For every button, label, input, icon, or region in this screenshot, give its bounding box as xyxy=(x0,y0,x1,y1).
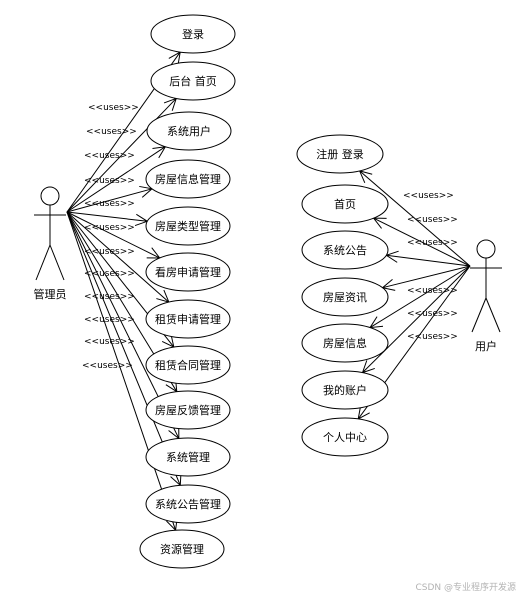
admin-actor-name: 管理员 xyxy=(34,287,67,301)
admin-use-case-ellipse xyxy=(145,437,231,477)
admin-use-case-label: 后台 首页 xyxy=(169,74,217,88)
admin-use-case-ellipse xyxy=(146,111,232,151)
user-use-case-label: 注册 登录 xyxy=(316,147,364,161)
admin-use-case-ellipse xyxy=(145,206,231,246)
admin-uses-label: <<uses>> xyxy=(84,176,135,186)
admin-association-line xyxy=(66,211,160,259)
admin-use-case-ellipse xyxy=(150,14,236,54)
user-use-case-label: 系统公告 xyxy=(323,244,367,257)
user-use-case-ellipse xyxy=(301,370,389,410)
admin-use-case-label: 系统公告管理 xyxy=(155,497,221,511)
user-use-case-label: 房屋信息 xyxy=(323,336,367,350)
user-uses-label: <<uses>> xyxy=(407,309,458,319)
user-actor-name: 用户 xyxy=(475,339,497,353)
user-uses-label: <<uses>> xyxy=(407,238,458,248)
admin-uses-label: <<uses>> xyxy=(88,103,139,113)
user-uses-label: <<uses>> xyxy=(407,286,458,296)
association-lines xyxy=(66,51,471,532)
admin-uses-label: <<uses>> xyxy=(84,223,135,233)
admin-use-case-ellipse xyxy=(145,390,231,430)
admin-use-case-ellipse xyxy=(145,299,231,339)
user-association-line xyxy=(382,265,471,289)
admin-uses-label: <<uses>> xyxy=(84,337,135,347)
admin-uses-label: <<uses>> xyxy=(84,151,135,161)
admin-association-line xyxy=(66,98,177,213)
admin-association-line xyxy=(66,188,153,213)
user-uses-label: <<uses>> xyxy=(403,191,454,201)
admin-use-case-ellipse xyxy=(145,484,231,524)
user-use-case-ellipse xyxy=(301,323,389,363)
admin-use-case-label: 看房申请管理 xyxy=(155,265,221,279)
admin-use-case-ellipse xyxy=(145,159,231,199)
admin-uses-label: <<uses>> xyxy=(86,127,137,137)
admin-use-case-label: 房屋反馈管理 xyxy=(155,403,221,417)
admin-use-case-ellipse xyxy=(139,529,225,569)
admin-use-case-ellipse xyxy=(145,345,231,385)
admin-use-case-label: 租赁合同管理 xyxy=(155,358,221,372)
uses-labels: <<uses>> <<uses>> <<uses>> <<uses>> <<uses>>… xyxy=(82,103,458,371)
admin-use-case-label: 资源管理 xyxy=(160,542,204,556)
admin-uses-label: <<uses>> xyxy=(84,199,135,209)
admin-use-case-label: 系统用户 xyxy=(167,124,211,138)
user-use-case-label: 房屋资讯 xyxy=(323,291,367,304)
user-use-case-label: 我的账户 xyxy=(323,383,367,397)
user-actor-icon xyxy=(470,239,502,333)
admin-association-line xyxy=(66,211,177,531)
user-use-case-ellipse xyxy=(301,277,389,317)
user-association-line xyxy=(362,265,471,373)
user-use-case-ellipse xyxy=(296,134,384,174)
admin-use-case-label: 系统管理 xyxy=(166,450,210,464)
admin-uses-label: <<uses>> xyxy=(84,292,135,302)
user-use-case-ellipse xyxy=(301,184,389,224)
admin-use-case-label: 房屋信息管理 xyxy=(155,172,221,186)
user-association-line xyxy=(373,217,471,267)
admin-actor: 管理员 xyxy=(34,186,67,301)
admin-association-line xyxy=(66,211,148,222)
admin-use-case-label: 房屋类型管理 xyxy=(155,219,221,233)
user-actor: 用户 xyxy=(470,239,502,353)
user-uses-label: <<uses>> xyxy=(407,215,458,225)
user-association-line xyxy=(359,170,471,267)
admin-association-line xyxy=(66,211,181,486)
admin-use-case-ellipse xyxy=(145,252,231,292)
user-uses-label: <<uses>> xyxy=(407,332,458,342)
user-association-line xyxy=(386,254,471,267)
admin-uses-label: <<uses>> xyxy=(82,361,133,371)
admin-uses-label: <<uses>> xyxy=(84,247,135,257)
admin-use-case-label: 登录 xyxy=(182,27,204,41)
user-use-case-ellipse xyxy=(301,230,389,270)
user-association-line xyxy=(369,265,471,328)
admin-use-case-label: 租赁申请管理 xyxy=(155,312,221,326)
admin-association-line xyxy=(66,146,166,213)
admin-use-case-ellipse xyxy=(150,61,236,101)
user-use-case-ellipse xyxy=(301,417,389,457)
admin-actor-icon xyxy=(34,186,66,281)
watermark: CSDN @专业程序开发源 xyxy=(415,583,516,593)
admin-uses-label: <<uses>> xyxy=(84,269,135,279)
user-use-case-label: 个人中心 xyxy=(323,431,367,444)
admin-association-line xyxy=(66,211,170,303)
user-use-case-label: 首页 xyxy=(334,197,356,211)
admin-uses-label: <<uses>> xyxy=(84,315,135,325)
